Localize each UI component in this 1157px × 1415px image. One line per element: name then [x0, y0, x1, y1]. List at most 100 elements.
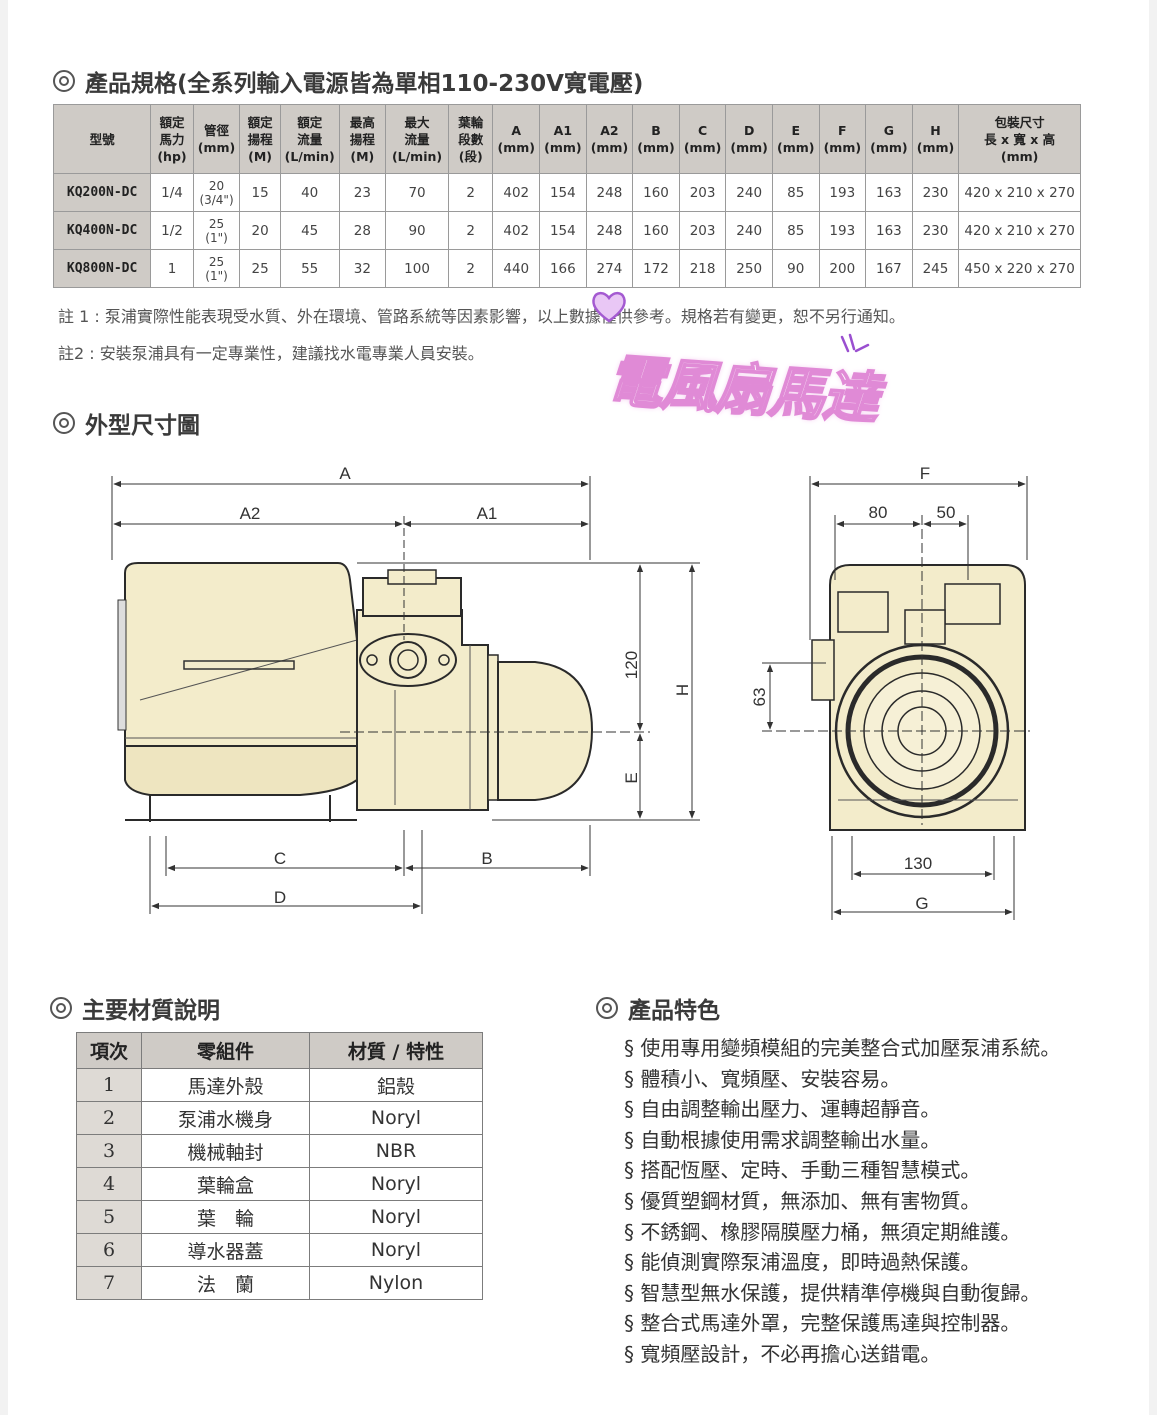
dim-label-E: E — [622, 772, 641, 783]
feature-item: 寬頻壓設計，不必再擔心送錯電。 — [624, 1339, 1060, 1370]
spec-cell: 402 — [492, 211, 541, 250]
item-number-cell: 5 — [76, 1200, 142, 1234]
component-cell: 葉 輪 — [141, 1200, 310, 1234]
spec-cell: 55 — [279, 249, 340, 288]
feature-item: 體積小、寬頻壓、安裝容易。 — [624, 1064, 1060, 1095]
spec-cell: 1 — [150, 249, 194, 288]
spec-cell: 203 — [678, 211, 727, 250]
spec-cell: 85 — [771, 173, 820, 212]
spec-cell: 23 — [338, 173, 387, 212]
spec-cell: 163 — [865, 211, 913, 250]
spec-cell: 2 — [447, 173, 494, 212]
material-cell: NBR — [309, 1134, 483, 1168]
material-cell: Noryl — [309, 1233, 483, 1267]
features-heading: 產品特色 — [596, 991, 720, 1025]
spec-header-cell: D (mm) — [725, 104, 773, 174]
spec-cell: 172 — [632, 249, 680, 288]
materials-header-cell: 項次 — [76, 1032, 142, 1069]
spec-cell: 1/2 — [150, 211, 194, 250]
spec-header-cell: B (mm) — [632, 104, 680, 174]
features-list: 使用專用變頻模組的完美整合式加壓泵浦系統。體積小、寬頻壓、安裝容易。自由調整輸出… — [624, 1033, 1060, 1370]
dimension-heading: 外型尺寸圖 — [53, 406, 200, 440]
spec-header-cell: 額定 揚程 (M) — [239, 104, 281, 174]
spec-heading: 產品規格(全系列輸入電源皆為單相110-230V寬電壓) — [53, 64, 643, 98]
material-cell: Noryl — [309, 1167, 483, 1201]
component-cell: 馬達外殼 — [141, 1068, 310, 1102]
dim-label-F: F — [920, 464, 930, 483]
material-cell: Noryl — [309, 1200, 483, 1234]
spec-header-cell: 型號 — [52, 104, 152, 174]
spec-header-cell: 葉輪 段數 (段) — [447, 104, 494, 174]
spec-cell: 45 — [279, 211, 340, 250]
component-cell: 法 蘭 — [141, 1266, 310, 1300]
left-margin-strip — [0, 0, 8, 1415]
spec-cell: 167 — [865, 249, 913, 288]
spec-cell: 274 — [585, 249, 634, 288]
dim-label-80: 80 — [869, 503, 888, 522]
note-2: 註2 : 安裝泵浦具有一定專業性，建議找水電專業人員安裝。 — [58, 344, 484, 363]
spec-cell: 90 — [771, 249, 820, 288]
spec-header-cell: H (mm) — [911, 104, 960, 174]
spec-cell: 154 — [539, 211, 587, 250]
spec-cell: 248 — [585, 211, 634, 250]
feature-item: 不銹鋼、橡膠隔膜壓力桶，無須定期維護。 — [624, 1217, 1060, 1248]
front-dimensions — [762, 476, 1030, 920]
spec-header-cell: G (mm) — [865, 104, 913, 174]
dim-label-H: H — [673, 684, 692, 696]
spec-cell: 25 (1") — [192, 211, 241, 250]
spec-cell: 193 — [818, 173, 867, 212]
feature-item: 整合式馬達外罩，完整保護馬達與控制器。 — [624, 1308, 1060, 1339]
spec-cell: 218 — [678, 249, 727, 288]
materials-header-row: 項次零組件材質 / 特性 — [76, 1032, 483, 1069]
spec-header-cell: 額定 流量 (L/min) — [279, 104, 340, 174]
spec-cell: 402 — [492, 173, 541, 212]
spec-cell: 20 — [239, 211, 281, 250]
spec-cell: 25 — [239, 249, 281, 288]
spec-header-cell: 最高 揚程 (M) — [338, 104, 387, 174]
materials-title: 主要材質說明 — [82, 998, 220, 1024]
model-cell: KQ200N-DC — [52, 173, 152, 212]
spec-cell: 250 — [725, 249, 773, 288]
feature-item: 使用專用變頻模組的完美整合式加壓泵浦系統。 — [624, 1033, 1060, 1064]
spec-header-cell: 管徑 (mm) — [192, 104, 241, 174]
spec-header-cell: A2 (mm) — [585, 104, 634, 174]
spec-cell: 240 — [725, 211, 773, 250]
spec-cell: 1/4 — [150, 173, 194, 212]
dim-label-D: D — [274, 888, 286, 907]
sparkle-marks-icon — [840, 333, 870, 353]
bullseye-icon — [596, 997, 618, 1019]
spec-cell: 163 — [865, 173, 913, 212]
spec-cell: 450 x 220 x 270 — [958, 249, 1081, 288]
dim-label-A1: A1 — [477, 504, 498, 523]
spec-cell: 40 — [279, 173, 340, 212]
spec-table: 型號額定 馬力 (hp)管徑 (mm)額定 揚程 (M)額定 流量 (L/min… — [52, 104, 1081, 288]
spec-cell: 90 — [385, 211, 449, 250]
dimension-title: 外型尺寸圖 — [85, 413, 200, 439]
material-cell: Nylon — [309, 1266, 483, 1300]
component-cell: 機械軸封 — [141, 1134, 310, 1168]
item-number-cell: 4 — [76, 1167, 142, 1201]
spec-cell: 160 — [632, 173, 680, 212]
spec-header-row: 型號額定 馬力 (hp)管徑 (mm)額定 揚程 (M)額定 流量 (L/min… — [52, 104, 1081, 174]
dim-label-63: 63 — [750, 688, 769, 707]
spec-cell: 25 (1") — [192, 249, 241, 288]
spec-header-cell: A (mm) — [492, 104, 541, 174]
spec-cell: 240 — [725, 173, 773, 212]
model-cell: KQ800N-DC — [52, 249, 152, 288]
spec-cell: 245 — [911, 249, 960, 288]
materials-header-cell: 材質 / 特性 — [309, 1032, 483, 1069]
dimension-drawing: A A2 A1 120 E H C B D F — [111, 464, 1030, 920]
spec-header-cell: 最大 流量 (L/min) — [385, 104, 449, 174]
heart-icon — [592, 291, 626, 323]
bullseye-icon — [53, 412, 75, 434]
component-cell: 葉輪盒 — [141, 1167, 310, 1201]
spec-header-cell: E (mm) — [771, 104, 820, 174]
spec-header-cell: 包裝尺寸 長 x 寬 x 高 (mm) — [958, 104, 1081, 174]
spec-cell: 85 — [771, 211, 820, 250]
